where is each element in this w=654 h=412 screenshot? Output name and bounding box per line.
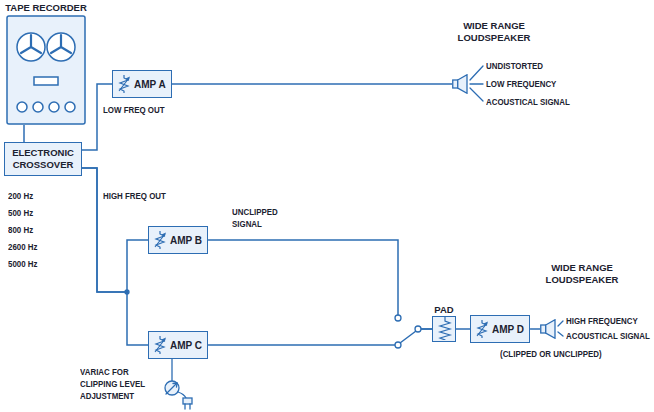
annotation-label: VARIAC FOR CLIPPING LEVEL ADJUSTMENT [80, 366, 150, 402]
resistor-symbol [433, 317, 454, 340]
edge-label: HIGH FREQ OUT [103, 190, 166, 202]
loudspeaker: WIDE RANGE LOUDSPEAKER [540, 262, 624, 339]
node-text: AMP D [492, 324, 524, 335]
tape-recorder: TAPE RECORDER [2, 2, 90, 125]
variac-wire [171, 359, 172, 381]
annotation-label: (CLIPPED OR UNCLIPPED) [500, 348, 602, 360]
amplifier-box: AMP C [148, 331, 208, 359]
annotation-label: ACOUSTICAL SIGNAL [486, 96, 570, 108]
signal-wire [82, 84, 112, 150]
annotation-label: 800 Hz [8, 224, 33, 236]
node-text: TAPE RECORDER [2, 2, 90, 14]
annotation-label: ACOUSTICAL SIGNAL [566, 330, 650, 342]
signal-wire [208, 329, 432, 345]
variac-arrowhead [173, 383, 177, 387]
plug-prongs [185, 404, 190, 409]
variac-symbol [165, 381, 179, 395]
edge-label: UNCLIPPED SIGNAL [232, 206, 302, 230]
signal-wire [172, 83, 452, 85]
leader-line [558, 321, 563, 336]
edge-label: LOW FREQ OUT [103, 104, 165, 116]
node-text: AMP C [170, 340, 202, 351]
node-text: WIDE RANGE LOUDSPEAKER [452, 20, 536, 44]
variable-resistor-symbol [154, 231, 166, 249]
pad-outline [432, 316, 456, 342]
variac-arrow [166, 383, 177, 394]
annotation-label: LOW FREQUENCY [486, 78, 556, 90]
power-cord [178, 392, 186, 398]
amplifier-box: AMP A [112, 70, 172, 98]
switch-contact [395, 315, 401, 321]
signal-wire [208, 240, 432, 329]
variable-resistor-symbol [154, 336, 166, 354]
amplifier-box: AMP D [470, 315, 530, 343]
signal-wire [456, 328, 470, 330]
plug-body [183, 398, 192, 404]
variable-resistor-symbol [118, 75, 130, 93]
node-text: AMP B [170, 235, 202, 246]
signal-wire [530, 328, 540, 330]
variable-resistor-symbol [476, 320, 488, 338]
signal-wire [23, 125, 25, 142]
crossover-box: ELECTRONIC CROSSOVER [4, 142, 82, 176]
leader-line [470, 66, 483, 101]
node-text: AMP A [134, 79, 166, 90]
annotation-label: UNDISTORTED [486, 60, 543, 72]
pad-box: PAD [432, 304, 456, 342]
annotation-label: 200 Hz [8, 190, 33, 202]
annotation-label: 2600 Hz [8, 241, 38, 253]
annotation-label: HIGH FREQUENCY [566, 315, 638, 327]
node-text: PAD [432, 304, 456, 316]
annotation-label: 500 Hz [8, 207, 33, 219]
loudspeaker-symbol [540, 319, 556, 339]
node-text: WIDE RANGE LOUDSPEAKER [540, 262, 624, 286]
node-text: ELECTRONIC CROSSOVER [8, 147, 78, 171]
loudspeaker-symbol [452, 74, 468, 94]
tape-recorder-drawing [6, 15, 86, 125]
signal-wire [82, 168, 148, 292]
amplifier-box: AMP B [148, 226, 208, 254]
annotation-label: 5000 Hz [8, 258, 38, 270]
